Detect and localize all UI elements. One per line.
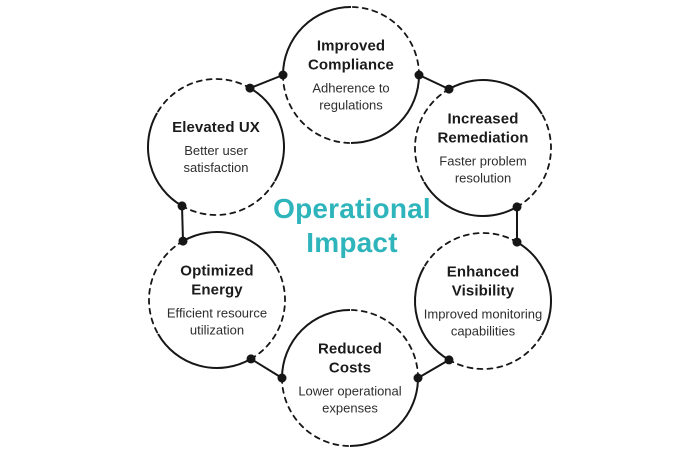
circle-arc-dashed bbox=[423, 232, 518, 268]
circle-arc-solid bbox=[423, 181, 518, 217]
circle-arc-solid bbox=[182, 231, 277, 267]
junction-dot bbox=[245, 83, 255, 93]
junction-dot bbox=[512, 202, 522, 212]
junction-dot bbox=[178, 236, 188, 246]
circle-arc-dashed bbox=[516, 113, 552, 208]
junction-dot bbox=[413, 373, 423, 383]
connector-line bbox=[417, 359, 450, 379]
junction-dot bbox=[444, 355, 454, 365]
circle-arc-dashed bbox=[414, 88, 450, 183]
circle-arc-solid bbox=[349, 377, 419, 447]
circle-arc-dashed bbox=[448, 334, 543, 370]
junction-dot bbox=[277, 373, 287, 383]
circle-arc-solid bbox=[448, 79, 543, 115]
circle-arc-solid bbox=[147, 112, 183, 207]
circle-arc-solid bbox=[516, 241, 552, 336]
junction-dot bbox=[246, 354, 256, 364]
junction-dot bbox=[414, 70, 424, 80]
connector-line bbox=[418, 74, 450, 91]
connector-line bbox=[250, 358, 283, 379]
circle-arc-solid bbox=[281, 309, 351, 379]
connector-line bbox=[181, 205, 184, 242]
circle-arc-solid bbox=[350, 74, 420, 144]
circle-arc-solid bbox=[157, 333, 252, 369]
junction-dot bbox=[512, 237, 522, 247]
circle-arc-solid bbox=[414, 266, 450, 361]
junction-dot bbox=[278, 70, 288, 80]
circle-arc-dashed bbox=[181, 180, 276, 216]
circle-arc-dashed bbox=[350, 6, 420, 76]
circle-arc-solid bbox=[282, 6, 352, 76]
diagram-title-line2: Impact bbox=[306, 227, 398, 258]
circle-arc-dashed bbox=[281, 377, 351, 447]
circle-arc-dashed bbox=[250, 265, 286, 360]
circle-arc-dashed bbox=[156, 78, 251, 114]
diagram-title-line1: Operational bbox=[273, 193, 431, 224]
diagram-title: Operational Impact bbox=[273, 192, 431, 260]
circle-arc-dashed bbox=[148, 240, 184, 335]
connector-line bbox=[249, 74, 284, 90]
circle-arc-solid bbox=[249, 87, 285, 182]
junction-dot bbox=[444, 84, 454, 94]
circle-arc-dashed bbox=[349, 309, 419, 379]
circle-arc-dashed bbox=[282, 74, 352, 144]
junction-dot bbox=[177, 201, 187, 211]
